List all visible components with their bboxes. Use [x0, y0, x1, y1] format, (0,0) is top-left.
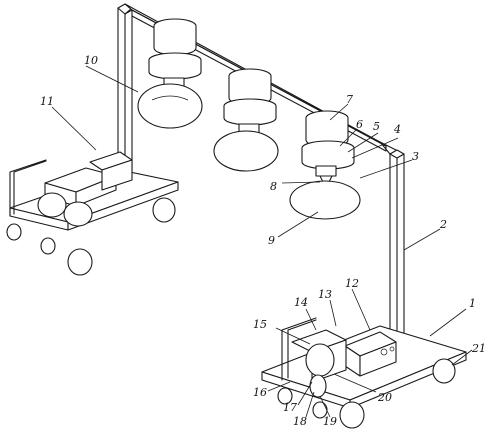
- part-number-13: 13: [318, 288, 332, 301]
- leader-lines: [51, 65, 473, 418]
- right-cart: [261, 317, 467, 429]
- spray-unit-2: [213, 68, 279, 172]
- part-number-15: 15: [253, 318, 267, 331]
- part-number-19: 19: [323, 415, 337, 428]
- part-number-3: 3: [412, 150, 419, 163]
- part-number-9: 9: [268, 234, 275, 247]
- part-number-4: 4: [393, 123, 401, 136]
- right-vertical-post: [379, 141, 405, 339]
- part-number-2: 2: [439, 218, 447, 231]
- part-number-16: 16: [253, 386, 267, 399]
- part-number-18: 18: [293, 415, 307, 428]
- left-cart: [6, 151, 179, 276]
- part-number-1: 1: [469, 297, 476, 310]
- spray-unit-1: [137, 18, 203, 129]
- part-number-6: 6: [356, 118, 363, 131]
- part-number-12: 12: [345, 277, 359, 290]
- spray-unit-3: [289, 110, 361, 220]
- part-number-5: 5: [373, 120, 380, 133]
- part-number-14: 14: [294, 296, 308, 309]
- part-number-17: 17: [283, 401, 297, 414]
- part-number-10: 10: [84, 54, 98, 67]
- part-number-8: 8: [270, 180, 277, 193]
- part-number-20: 20: [377, 391, 392, 404]
- part-number-11: 11: [40, 95, 54, 108]
- part-number-7: 7: [346, 93, 353, 106]
- part-number-21: 21: [471, 342, 486, 355]
